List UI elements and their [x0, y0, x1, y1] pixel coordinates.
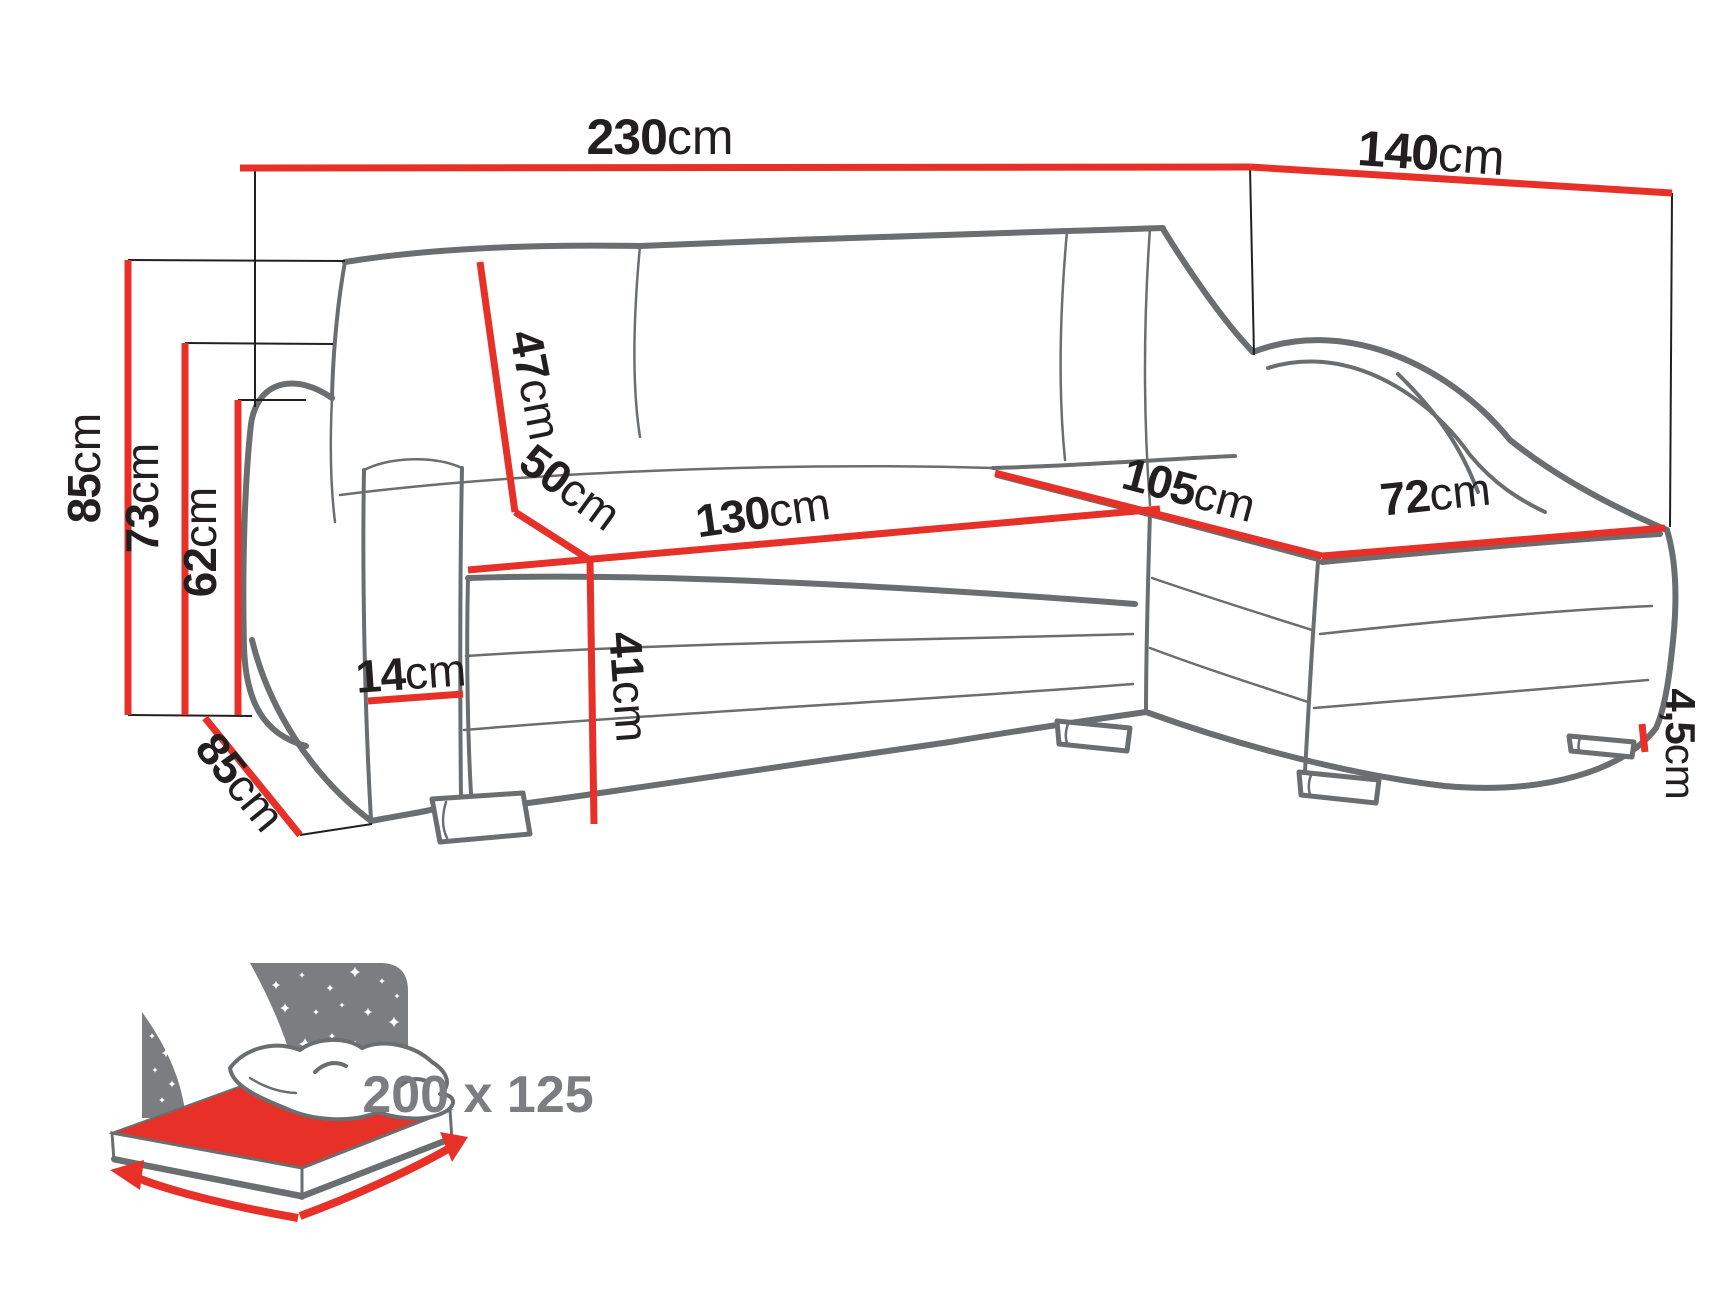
label-leg-height: 4,5cm: [1657, 688, 1704, 799]
label-armrest-width: 14cm: [354, 643, 468, 703]
extension-line: [299, 823, 373, 836]
chaise-bottom-edge: [1143, 709, 1659, 791]
dimension-line-side-depth: [202, 715, 303, 838]
extension-line: [1669, 192, 1673, 528]
cushion-separation-1: [633, 244, 642, 439]
dimension-line-seat-height: [586, 559, 598, 825]
label-armrest-height: 62cm: [174, 487, 226, 598]
sofa-legs: [429, 718, 1637, 845]
armrest-left-silhouette: [240, 380, 335, 749]
armrest-left-front-slant: [249, 637, 374, 824]
armrest-front-left-edge: [361, 468, 373, 822]
label-total-depth: 140cm: [1356, 120, 1507, 186]
dimension-labels: 230cm 140cm 85cm 73cm 62cm 47cm 50cm 130…: [58, 109, 1704, 841]
blanket-fold: [313, 1061, 348, 1074]
label-backrest-height: 73cm: [116, 443, 168, 554]
chaise-right-face-seam-2: [1312, 678, 1650, 710]
label-chaise-width: 72cm: [1378, 462, 1493, 525]
label-seat-height: 41cm: [599, 630, 659, 744]
arrow-length-head: [440, 1132, 468, 1162]
sofa-leg-seam: [1064, 722, 1070, 748]
armrest-front-top-arc: [362, 458, 464, 472]
chaise-corner-edge: [1144, 510, 1152, 714]
chaise-left-face-seam-2: [1148, 646, 1310, 704]
sofa-leg: [1054, 718, 1133, 754]
arrow-width-head: [110, 1160, 144, 1190]
armrest-front-right-edge: [458, 466, 464, 802]
armrest-right-inner-roll: [1266, 359, 1547, 514]
backrest-left-edge: [330, 260, 347, 400]
extension-line: [184, 342, 334, 345]
dimension-line-back-cushion: [476, 261, 519, 513]
chaise-back-edge: [991, 454, 1237, 470]
sofa-leg: [1566, 733, 1637, 760]
sofa-leg: [429, 790, 533, 845]
cushion-separation-2: [1059, 229, 1069, 462]
dimension-line-chaise-length: [994, 469, 1323, 560]
dimension-line-total-depth: [1249, 163, 1673, 197]
backrest-top-edge: [342, 225, 1166, 265]
arrow-width: [133, 1173, 299, 1222]
label-total-height: 85cm: [58, 413, 110, 524]
sleeping-area-size: 200 x 125: [362, 1066, 593, 1124]
extension-line: [1249, 166, 1255, 356]
dimension-line-seat-width: [467, 505, 1161, 574]
extension-line: [127, 259, 346, 262]
cushion-separation-3: [1143, 226, 1152, 507]
extension-line: [127, 714, 253, 717]
seat-front-top-edge: [465, 573, 1138, 607]
dimension-line-seat-depth: [513, 509, 592, 563]
night-backdrop-crescent: [142, 1012, 186, 1118]
label-side-depth: 85cm: [185, 723, 295, 842]
arrow-length: [298, 1145, 450, 1220]
chaise-front-top-edge: [1319, 531, 1663, 565]
dimension-line-total-width: [239, 163, 1251, 172]
armrest-right-front-curve: [1396, 372, 1480, 494]
mattress-bottom-edge: [111, 1135, 455, 1199]
label-seat-width: 130cm: [692, 477, 833, 547]
armrest-left-inner-edge: [329, 396, 337, 524]
chaise-right-face-seam-1: [1318, 604, 1654, 636]
armrest-right-outer-roll: [1250, 337, 1670, 533]
sofa-leg-seam: [1577, 736, 1582, 755]
label-back-cushion-height: 47cm: [500, 326, 572, 444]
sofa-outline: [240, 225, 1679, 845]
chaise-right-edge: [1653, 527, 1679, 731]
blanket: [228, 1037, 456, 1122]
dimension-line-armrest-width: [367, 690, 464, 705]
seat-band-seam-2: [462, 682, 1135, 732]
dimension-line-leg-height: [1638, 723, 1649, 753]
backrest-bottom-line: [338, 465, 995, 497]
blanket-fold: [248, 1076, 298, 1095]
bed-sleeping-icon: 200 x 125: [108, 963, 594, 1222]
dimension-lines: [124, 163, 1673, 838]
sofa-leg-seam: [1307, 773, 1313, 799]
sofa-bottom-edge: [469, 709, 1149, 813]
sofa-leg: [1296, 769, 1382, 806]
extension-lines: [127, 166, 1673, 836]
corner-cushion-right-edge: [1160, 226, 1256, 355]
dimension-line-chaise-width: [1321, 524, 1666, 560]
seat-band-seam-1: [464, 632, 1135, 658]
chaise-left-face-seam-1: [1150, 576, 1314, 632]
seat-band-left-edge: [465, 576, 474, 812]
sofa-leg-seam: [441, 800, 449, 840]
label-total-width: 230cm: [586, 109, 733, 165]
blanket-fold: [396, 1077, 430, 1090]
chaise-front-left-corner-edge: [1303, 560, 1320, 774]
